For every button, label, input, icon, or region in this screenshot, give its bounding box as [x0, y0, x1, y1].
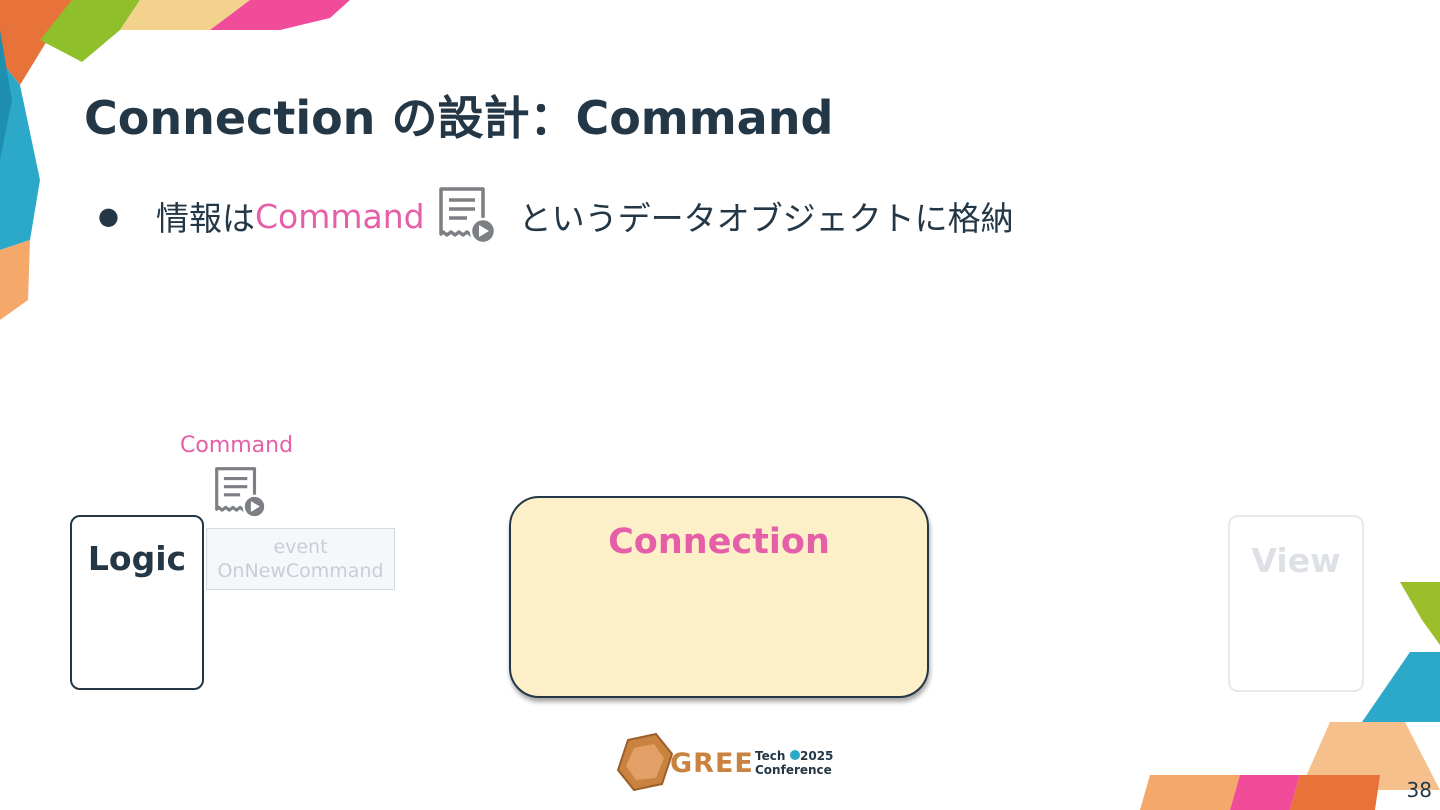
view-label: View [1251, 541, 1341, 580]
gree-tech-conference-logo: GREE Tech 2025 Conference [616, 732, 833, 792]
slide-title: Connection の設計：Command [84, 91, 834, 145]
logo-year: 2025 [800, 749, 833, 763]
event-node: event OnNewCommand [206, 528, 395, 590]
receipt-play-icon [215, 467, 267, 519]
event-label: event [273, 536, 328, 558]
logo-conference: Conference [755, 763, 832, 777]
logic-node: Logic [70, 515, 204, 690]
bullet-item: ● 情報は Command というデータオブジェクトに格納 [98, 187, 1014, 245]
logo-tech: Tech [755, 749, 785, 763]
bullet-marker: ● [98, 202, 119, 230]
event-name-label: OnNewCommand [217, 560, 384, 582]
bullet-prefix: 情報は [156, 199, 255, 238]
connection-label: Connection [608, 522, 830, 562]
view-node: View [1228, 515, 1364, 692]
logic-label: Logic [87, 539, 187, 578]
page-number: 38 [1406, 778, 1432, 802]
receipt-play-icon [438, 187, 496, 245]
command-label: Command [180, 433, 294, 458]
logo-brand: GREE [670, 748, 754, 779]
bullet-suffix: というデータオブジェクトに格納 [518, 199, 1014, 238]
connection-node: Connection [509, 496, 929, 698]
bullet-highlight: Command [255, 196, 425, 236]
